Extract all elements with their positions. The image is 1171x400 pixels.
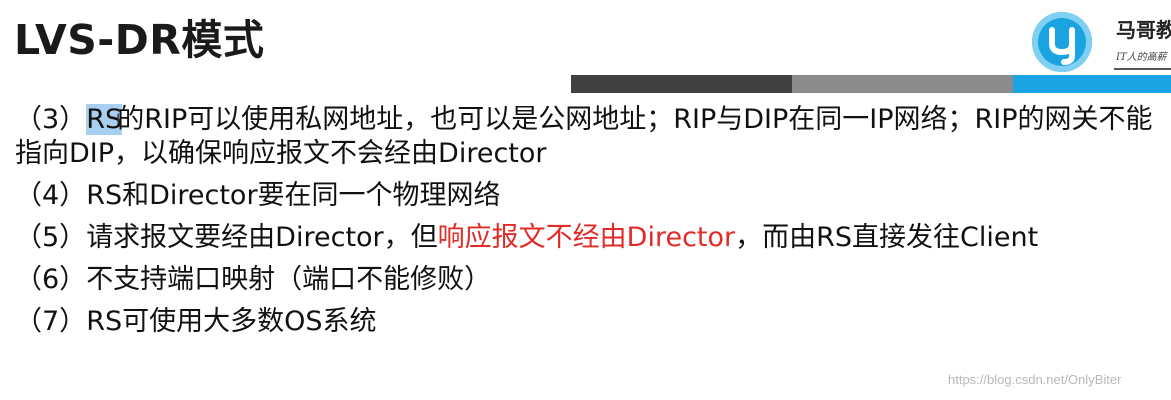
- item-text: 的RIP可以使用私网地址，也可以是公网地址；RIP与DIP在同一IP网络；RIP…: [15, 104, 1153, 169]
- item-text: 请求报文要经由Director，但: [86, 222, 438, 253]
- item-text: RS和Director要在同一个物理网络: [86, 180, 501, 211]
- item-text: RS可使用大多数OS系统: [86, 306, 377, 337]
- logo-tagline: IT人的高薪: [1116, 52, 1167, 63]
- header-bar-dark: [571, 75, 792, 93]
- header-bar-blue: [1013, 75, 1171, 93]
- emphasized-text: 响应报文不经由Director: [437, 222, 736, 253]
- header-bar-gray: [792, 75, 1013, 93]
- list-item-7: （7）RS可使用大多数OS系统: [15, 305, 1165, 339]
- item-text: 不支持端口映射（端口不能修败）: [86, 264, 492, 295]
- logo-underline: [1114, 68, 1171, 70]
- item-number: （4）: [15, 180, 87, 211]
- item-text: ，而由RS直接发往Client: [735, 222, 1039, 253]
- slide-title: LVS-DR模式: [14, 16, 265, 64]
- list-item-6: （6）不支持端口映射（端口不能修败）: [15, 263, 1165, 297]
- item-number: （7）: [15, 306, 87, 337]
- list-item-5: （5）请求报文要经由Director，但响应报文不经由Director，而由RS…: [15, 221, 1165, 255]
- logo-icon: [1032, 12, 1092, 72]
- item-number: （5）: [15, 222, 87, 253]
- list-item-4: （4）RS和Director要在同一个物理网络: [15, 179, 1165, 213]
- brand-logo: 马哥教 IT人的高薪: [1030, 8, 1171, 74]
- list-item-3: （3）RSI的RIP可以使用私网地址，也可以是公网地址；RIP与DIP在同一IP…: [15, 103, 1165, 171]
- watermark: https://blog.csdn.net/OnlyBiter: [948, 372, 1122, 387]
- text-cursor-icon: I: [116, 112, 121, 128]
- slide-body: （3）RSI的RIP可以使用私网地址，也可以是公网地址；RIP与DIP在同一IP…: [15, 103, 1165, 339]
- logo-name: 马哥教: [1116, 18, 1171, 42]
- item-number: （6）: [15, 264, 87, 295]
- item-number: （3）: [15, 104, 87, 135]
- selected-text[interactable]: RS: [86, 104, 123, 135]
